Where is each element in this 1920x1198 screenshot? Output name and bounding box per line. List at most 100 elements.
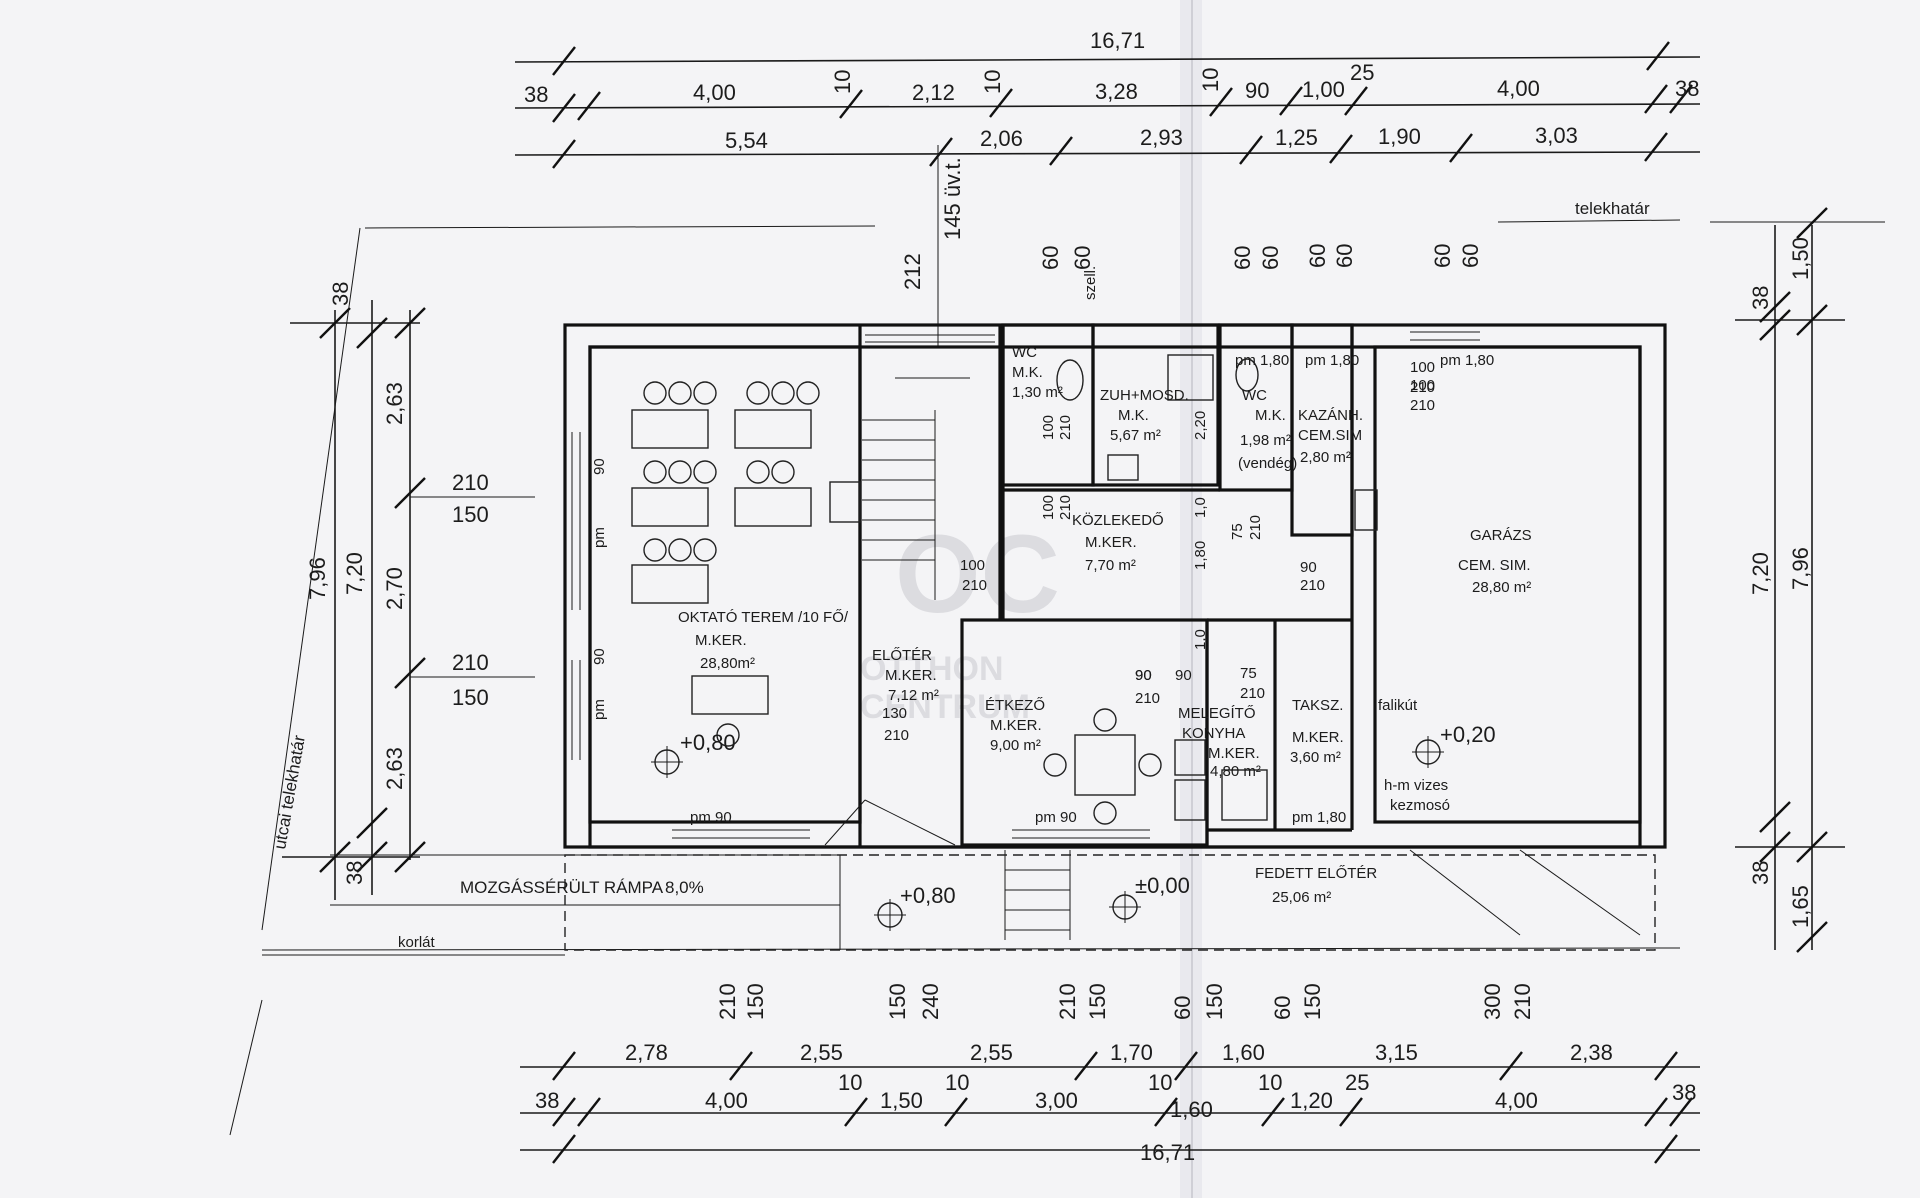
watermark-line2: CENTRUM	[860, 688, 1030, 726]
svg-text:60: 60	[1070, 246, 1095, 270]
staircase	[862, 377, 1071, 940]
utcai-telekhatar-label: utcai telekhatár	[270, 734, 309, 851]
svg-text:pm 1,80: pm 1,80	[1235, 352, 1289, 369]
svg-text:38: 38	[342, 861, 367, 885]
svg-text:38: 38	[1672, 1080, 1696, 1105]
svg-text:10: 10	[838, 1070, 862, 1095]
svg-text:210: 210	[1300, 577, 1325, 594]
svg-text:7,12 m²: 7,12 m²	[888, 687, 939, 704]
level-markers: +0,80 +0,80 ±0,00 +0,20	[651, 722, 1496, 931]
svg-text:3,28: 3,28	[1095, 79, 1138, 104]
kezmoso-label: kezmosó	[1390, 797, 1450, 814]
svg-text:28,80m²: 28,80m²	[700, 655, 755, 672]
svg-text:+0,80: +0,80	[680, 730, 736, 755]
svg-text:1,00: 1,00	[1302, 77, 1345, 102]
svg-text:4,80 m²: 4,80 m²	[1210, 763, 1261, 780]
svg-text:GARÁZS: GARÁZS	[1470, 527, 1532, 544]
svg-text:2,55: 2,55	[800, 1040, 843, 1065]
room-eloter: ELŐTÉR M.KER. 7,12 m²	[872, 647, 939, 704]
svg-text:WC: WC	[1012, 344, 1037, 361]
watermark-logo: OC	[895, 513, 1060, 636]
svg-text:ÉTKEZŐ: ÉTKEZŐ	[985, 697, 1045, 714]
ramp-area: MOZGÁSSÉRÜLT RÁMPA 8,0% korlát	[261, 799, 1681, 956]
svg-text:10: 10	[830, 70, 855, 94]
svg-text:212: 212	[900, 253, 925, 290]
svg-text:4,00: 4,00	[1497, 76, 1540, 101]
windows	[571, 331, 1480, 839]
svg-text:38: 38	[524, 82, 548, 107]
svg-text:25,06 m²: 25,06 m²	[1272, 889, 1331, 906]
svg-text:210: 210	[1057, 415, 1074, 440]
svg-text:1,60: 1,60	[1170, 1097, 1213, 1122]
room-garazs: GARÁZS CEM. SIM. 28,80 m²	[1458, 527, 1532, 596]
svg-text:pm 90: pm 90	[690, 809, 732, 826]
dining-furniture	[1043, 354, 1378, 825]
svg-text:25: 25	[1345, 1070, 1369, 1095]
svg-text:5,67 m²: 5,67 m²	[1110, 427, 1161, 444]
ramp-label: MOZGÁSSÉRÜLT RÁMPA	[460, 878, 664, 897]
svg-text:90: 90	[1135, 667, 1152, 684]
room-kozl: KÖZLEKEDŐ M.KER. 7,70 m²	[1072, 511, 1164, 574]
svg-text:60: 60	[1458, 244, 1483, 268]
svg-text:10: 10	[945, 1070, 969, 1095]
svg-text:38: 38	[328, 282, 353, 306]
svg-text:240: 240	[918, 983, 943, 1020]
svg-text:pm: pm	[591, 527, 608, 548]
svg-text:210: 210	[452, 650, 489, 675]
level-marker-4: +0,20	[1412, 722, 1496, 768]
bottom-opening-dims: 210 150 150 240 210 150 60 150 60 150 30…	[715, 983, 1535, 1020]
room-fedett: FEDETT ELŐTÉR 25,06 m²	[1255, 865, 1377, 906]
svg-text:210: 210	[1247, 515, 1264, 540]
level-marker-3: ±0,00	[1109, 873, 1190, 923]
szell-label: szell.	[1082, 266, 1099, 300]
svg-text:1,30 m²: 1,30 m²	[1012, 384, 1063, 401]
svg-text:100: 100	[1410, 377, 1435, 394]
room-melegito: MELEGÍTŐ KONYHA M.KER. 4,80 m²	[1178, 705, 1261, 780]
svg-text:210: 210	[1057, 495, 1074, 520]
top-total-dim: 16,71	[1090, 28, 1145, 53]
svg-text:KAZÁNH.: KAZÁNH.	[1298, 407, 1363, 424]
svg-text:150: 150	[452, 502, 489, 527]
svg-text:4,00: 4,00	[705, 1088, 748, 1113]
svg-text:38: 38	[1748, 286, 1773, 310]
svg-text:60: 60	[1332, 244, 1357, 268]
svg-text:150: 150	[1300, 983, 1325, 1020]
svg-text:M.KER.: M.KER.	[695, 632, 747, 649]
svg-text:(vendég): (vendég)	[1238, 455, 1297, 472]
svg-text:60: 60	[1430, 244, 1455, 268]
svg-text:1,80: 1,80	[1192, 541, 1209, 570]
svg-text:145 üv.t.: 145 üv.t.	[940, 157, 965, 240]
svg-text:M.KER.: M.KER.	[1292, 729, 1344, 746]
svg-text:M.KER.: M.KER.	[885, 667, 937, 684]
room-etkezo: ÉTKEZŐ M.KER. 9,00 m²	[985, 697, 1045, 754]
svg-text:pm 90: pm 90	[1035, 809, 1077, 826]
svg-text:210: 210	[1410, 397, 1435, 414]
svg-text:75: 75	[1229, 523, 1246, 540]
svg-text:1,70: 1,70	[1110, 1040, 1153, 1065]
svg-text:+0,80: +0,80	[900, 883, 956, 908]
svg-text:210: 210	[452, 470, 489, 495]
svg-text:7,20: 7,20	[342, 552, 367, 595]
svg-text:100: 100	[1040, 415, 1057, 440]
svg-text:M.KER.: M.KER.	[990, 717, 1042, 734]
svg-text:75: 75	[1240, 665, 1257, 682]
ramp-percent: 8,0%	[665, 878, 704, 897]
svg-text:25: 25	[1350, 60, 1374, 85]
svg-text:10: 10	[1198, 68, 1223, 92]
svg-text:±0,00: ±0,00	[1135, 873, 1190, 898]
svg-text:FEDETT ELŐTÉR: FEDETT ELŐTÉR	[1255, 865, 1377, 882]
svg-text:60: 60	[1038, 246, 1063, 270]
svg-text:1,50: 1,50	[1788, 237, 1813, 280]
svg-text:150: 150	[452, 685, 489, 710]
svg-text:M.K.: M.K.	[1012, 364, 1043, 381]
room-wc2: WC M.K. 1,98 m² (vendég)	[1238, 387, 1297, 472]
svg-text:60: 60	[1305, 244, 1330, 268]
bottom-dimensions: 2,78 2,55 2,55 1,70 1,60 3,15 2,38 38 4,…	[520, 1040, 1700, 1165]
building-walls	[563, 323, 1667, 849]
svg-text:7,96: 7,96	[1788, 547, 1813, 590]
svg-text:2,12: 2,12	[912, 80, 955, 105]
svg-text:2,63: 2,63	[382, 747, 407, 790]
svg-text:100: 100	[960, 557, 985, 574]
svg-text:90: 90	[1300, 559, 1317, 576]
svg-text:M.KER.: M.KER.	[1208, 745, 1260, 762]
